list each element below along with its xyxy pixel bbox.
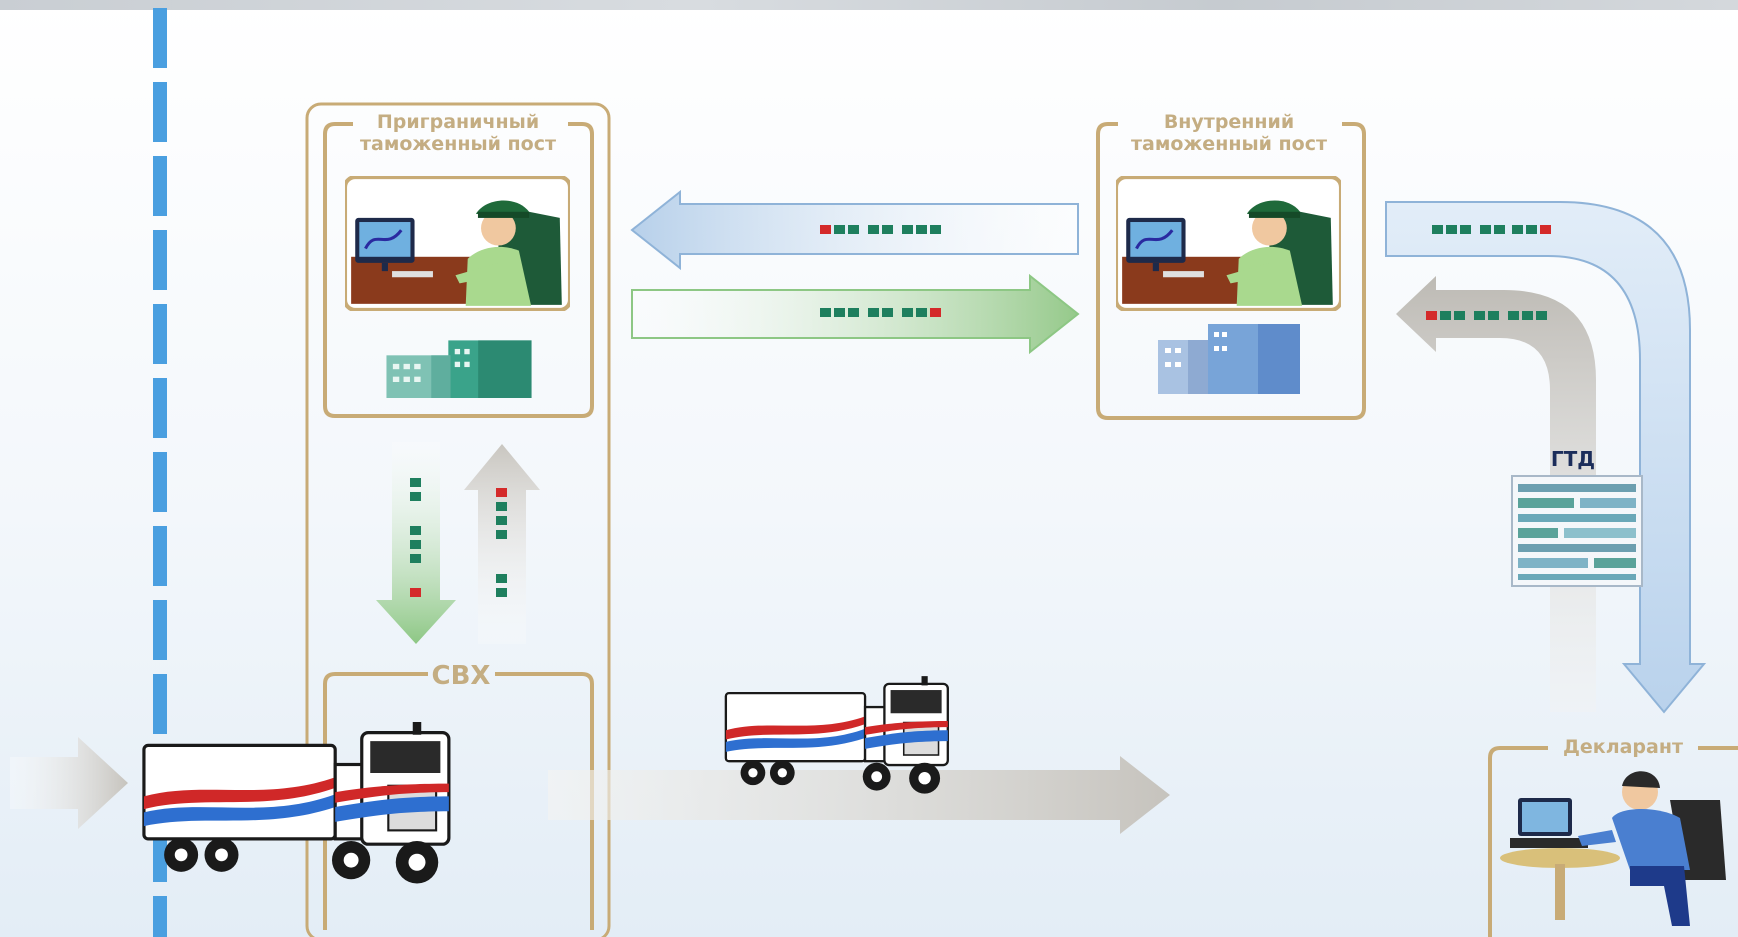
declarant-frame (1488, 746, 1738, 937)
transit-arrow (548, 756, 1170, 834)
border-post-outer-frame (305, 102, 611, 937)
customs-officer-icon (1116, 177, 1341, 310)
svx-frame (323, 672, 594, 930)
declarant-person-icon (1500, 771, 1726, 926)
inland-post-label-line1: Внутренний (1164, 111, 1294, 133)
entry-arrow (10, 737, 128, 829)
customs-building-icon (386, 340, 532, 398)
svx-label: СВХ (432, 661, 491, 691)
gray-curved-arrow-code (1426, 311, 1547, 320)
inland-post-frame (1096, 122, 1366, 420)
blue-curved-arrow-to-declarant (1385, 201, 1707, 714)
border-post-label-line2: таможенный пост (360, 133, 556, 155)
green-arrow-code (820, 308, 941, 317)
top-decorative-strip (0, 0, 1738, 10)
border-post-inner-frame (323, 122, 594, 418)
customs-building-icon (1158, 324, 1300, 394)
truck-icon (142, 722, 451, 886)
inland-post-label-line2: таможенный пост (1131, 133, 1327, 155)
declaration-form-icon (1511, 475, 1643, 587)
up-arrow-from-svx (464, 444, 540, 644)
blue-arrow-code (820, 225, 941, 234)
gtd-label: ГТД (1551, 447, 1595, 471)
blue-curved-arrow-code (1432, 225, 1551, 234)
down-arrow-code (410, 478, 421, 597)
border-post-label-line1: Приграничный (377, 111, 539, 133)
declarant-label: Декларант (1563, 736, 1683, 758)
customs-officer-icon (345, 177, 570, 310)
up-arrow-code (496, 488, 507, 597)
